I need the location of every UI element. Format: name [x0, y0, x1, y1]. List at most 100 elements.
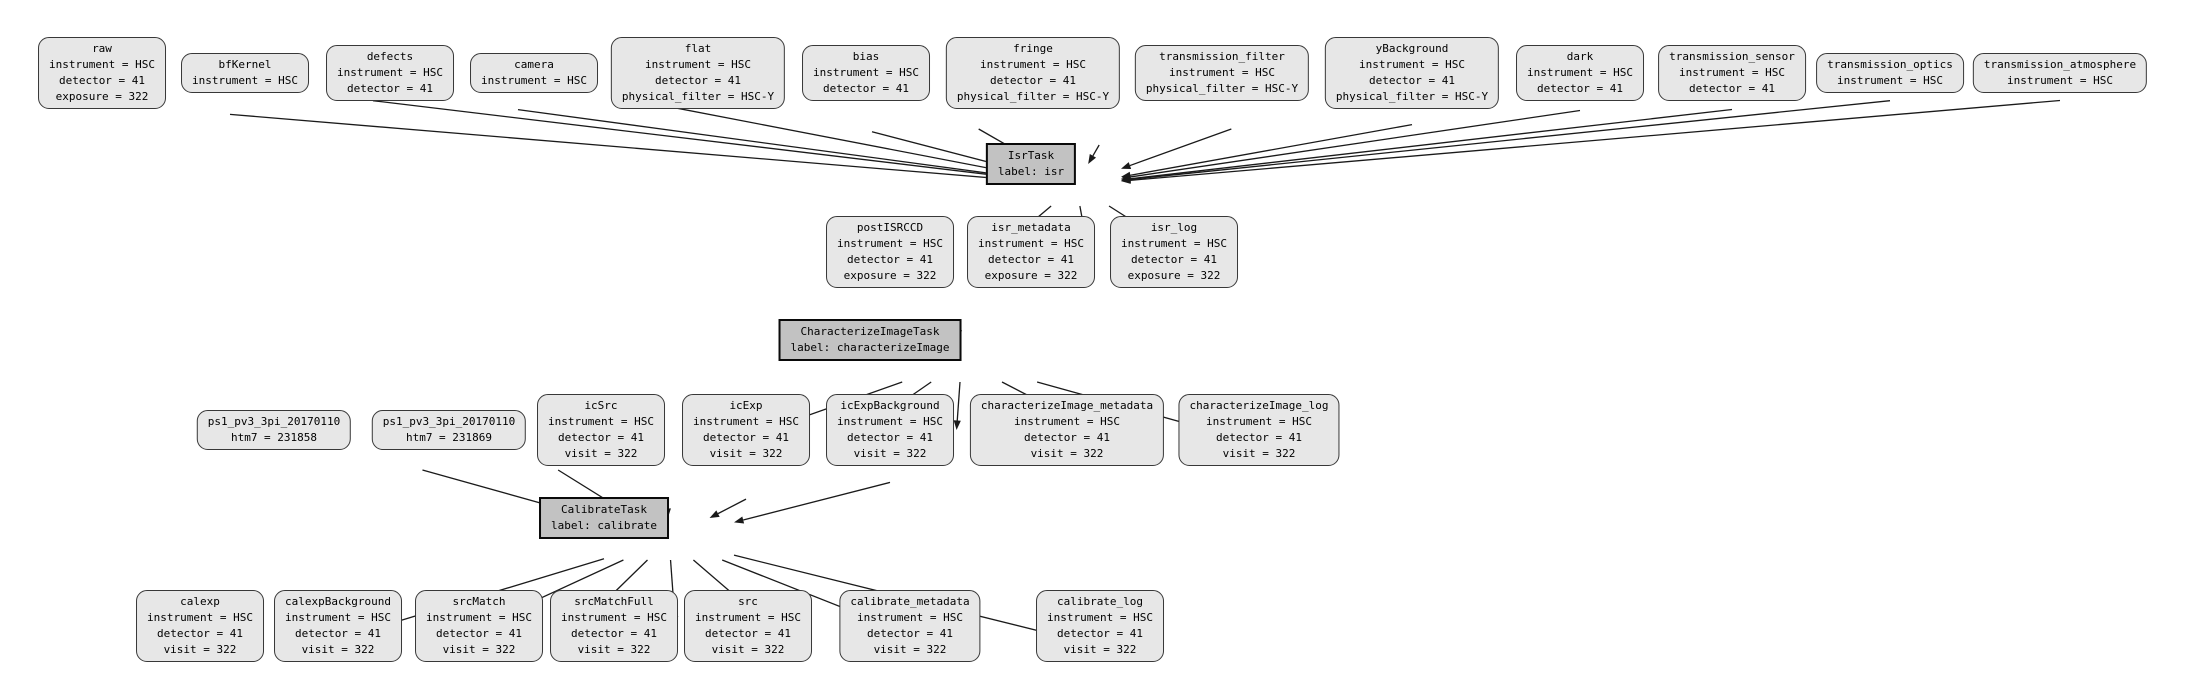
node-text-line: instrument = HSC	[837, 237, 943, 250]
node-text-line: visit = 322	[1030, 447, 1104, 460]
dataset-node-icExpBackground: icExpBackground instrument = HSC detector …	[826, 394, 954, 466]
node-text-line: detector = 41	[822, 82, 910, 95]
edge-fringe-to-IsrTask	[1088, 144, 1100, 164]
node-text-line: CharacterizeImageTask	[800, 325, 940, 338]
node-text-line: instrument = HSC	[1527, 66, 1633, 79]
node-text-line: detector = 41	[1536, 82, 1624, 95]
dataset-node-flat: flat instrument = HSC detector = 41 physica…	[610, 37, 786, 109]
node-text-line: detector = 41	[1215, 431, 1303, 444]
node-text-line: detector = 41	[346, 82, 434, 95]
node-text-line: label: characterizeImage	[790, 341, 950, 354]
node-text-line: CalibrateTask	[560, 503, 648, 516]
node-text-line: visit = 322	[1222, 447, 1296, 460]
dataset-node-icSrc: icSrc instrument = HSC detector = 41 visit …	[537, 394, 665, 466]
node-text-line: detector = 41	[1056, 627, 1144, 640]
node-text-line: defects	[366, 50, 414, 63]
edge-icExpBackground-to-CalibrateTask	[734, 481, 891, 524]
node-text-line: detector = 41	[1688, 82, 1776, 95]
node-text-line: isr_metadata	[991, 221, 1071, 234]
node-text-line: instrument = HSC	[1679, 66, 1785, 79]
node-text-line: transmission_filter	[1159, 50, 1285, 63]
node-text-line: icSrc	[584, 399, 618, 412]
node-text-line: flat	[684, 42, 712, 55]
node-text-line: calibrate_log	[1056, 595, 1144, 608]
node-text-line: src	[738, 595, 758, 608]
node-text-line: characterizeImage_log	[1189, 399, 1329, 412]
node-text-line: physical_filter = HSC-Y	[956, 90, 1110, 103]
node-text-line: instrument = HSC	[1047, 611, 1153, 624]
node-text-line: instrument = HSC	[980, 58, 1086, 71]
node-text-line: detector = 41	[58, 74, 146, 87]
node-text-line: instrument = HSC	[693, 415, 799, 428]
node-text-line: physical_filter = HSC-Y	[621, 90, 775, 103]
node-text-line: physical_filter = HSC-Y	[1145, 82, 1299, 95]
node-text-line: exposure = 322	[843, 269, 937, 282]
node-text-line: instrument = HSC	[695, 611, 801, 624]
node-text-line: visit = 322	[853, 447, 927, 460]
node-text-line: visit = 322	[163, 643, 237, 656]
node-text-line: label: isr	[997, 165, 1065, 178]
node-text-line: dark	[1566, 50, 1594, 63]
node-text-line: visit = 322	[873, 643, 947, 656]
node-text-line: calexpBackground	[285, 595, 391, 608]
node-text-line: ps1_pv3_3pi_20170110	[207, 415, 341, 428]
node-text-line: transmission_sensor	[1669, 50, 1795, 63]
node-text-line: detector = 41	[557, 431, 645, 444]
dataset-node-defects: defects instrument = HSC detector = 41	[326, 45, 454, 101]
node-text-line: raw	[92, 42, 112, 55]
node-text-line: detector = 41	[435, 627, 523, 640]
node-text-line: detector = 41	[1023, 431, 1111, 444]
dataset-node-transmission_sensor: transmission_sensor instrument = HSC detec…	[1658, 45, 1806, 101]
node-text-line: instrument = HSC	[1014, 415, 1120, 428]
node-text-line: visit = 322	[711, 643, 785, 656]
node-text-line: instrument = HSC	[645, 58, 751, 71]
node-text-line: detector = 41	[1130, 253, 1218, 266]
node-text-line: instrument = HSC	[337, 66, 443, 79]
node-text-line: srcMatch	[452, 595, 506, 608]
node-text-line: instrument = HSC	[1121, 237, 1227, 250]
node-text-line: detector = 41	[846, 431, 934, 444]
node-text-line: postISRCCD	[856, 221, 924, 234]
node-text-line: visit = 322	[442, 643, 516, 656]
edge-CharacterizeImageTask-to-icExpBackground	[953, 381, 961, 430]
node-text-line: instrument = HSC	[548, 415, 654, 428]
edge-transmission_atmosphere-to-IsrTask	[1121, 99, 2061, 184]
dataset-node-characterizeImage_log: characterizeImage_log instrument = HSC det…	[1178, 394, 1340, 466]
node-text-line: exposure = 322	[1127, 269, 1221, 282]
dataset-node-calibrate_log: calibrate_log instrument = HSC detector = …	[1036, 590, 1164, 662]
node-text-line: instrument = HSC	[978, 237, 1084, 250]
node-text-line: instrument = HSC	[192, 74, 298, 87]
node-text-line: detector = 41	[654, 74, 742, 87]
node-text-line: icExpBackground	[840, 399, 940, 412]
node-text-line: htm7 = 231858	[230, 431, 318, 444]
node-text-line: visit = 322	[301, 643, 375, 656]
node-text-line: srcMatchFull	[574, 595, 654, 608]
node-text-line: instrument = HSC	[837, 415, 943, 428]
node-text-line: visit = 322	[564, 447, 638, 460]
node-text-line: instrument = HSC	[285, 611, 391, 624]
node-text-line: exposure = 322	[55, 90, 149, 103]
node-text-line: label: calibrate	[551, 519, 657, 532]
node-text-line: instrument = HSC	[1206, 415, 1312, 428]
node-text-line: detector = 41	[702, 431, 790, 444]
node-text-line: physical_filter = HSC-Y	[1335, 90, 1489, 103]
node-text-line: instrument = HSC	[1359, 58, 1465, 71]
edge-icExp-to-CalibrateTask	[709, 498, 747, 518]
node-text-line: htm7 = 231869	[405, 431, 493, 444]
dataset-node-ps1_a: ps1_pv3_3pi_20170110 htm7 = 231858	[196, 410, 352, 450]
